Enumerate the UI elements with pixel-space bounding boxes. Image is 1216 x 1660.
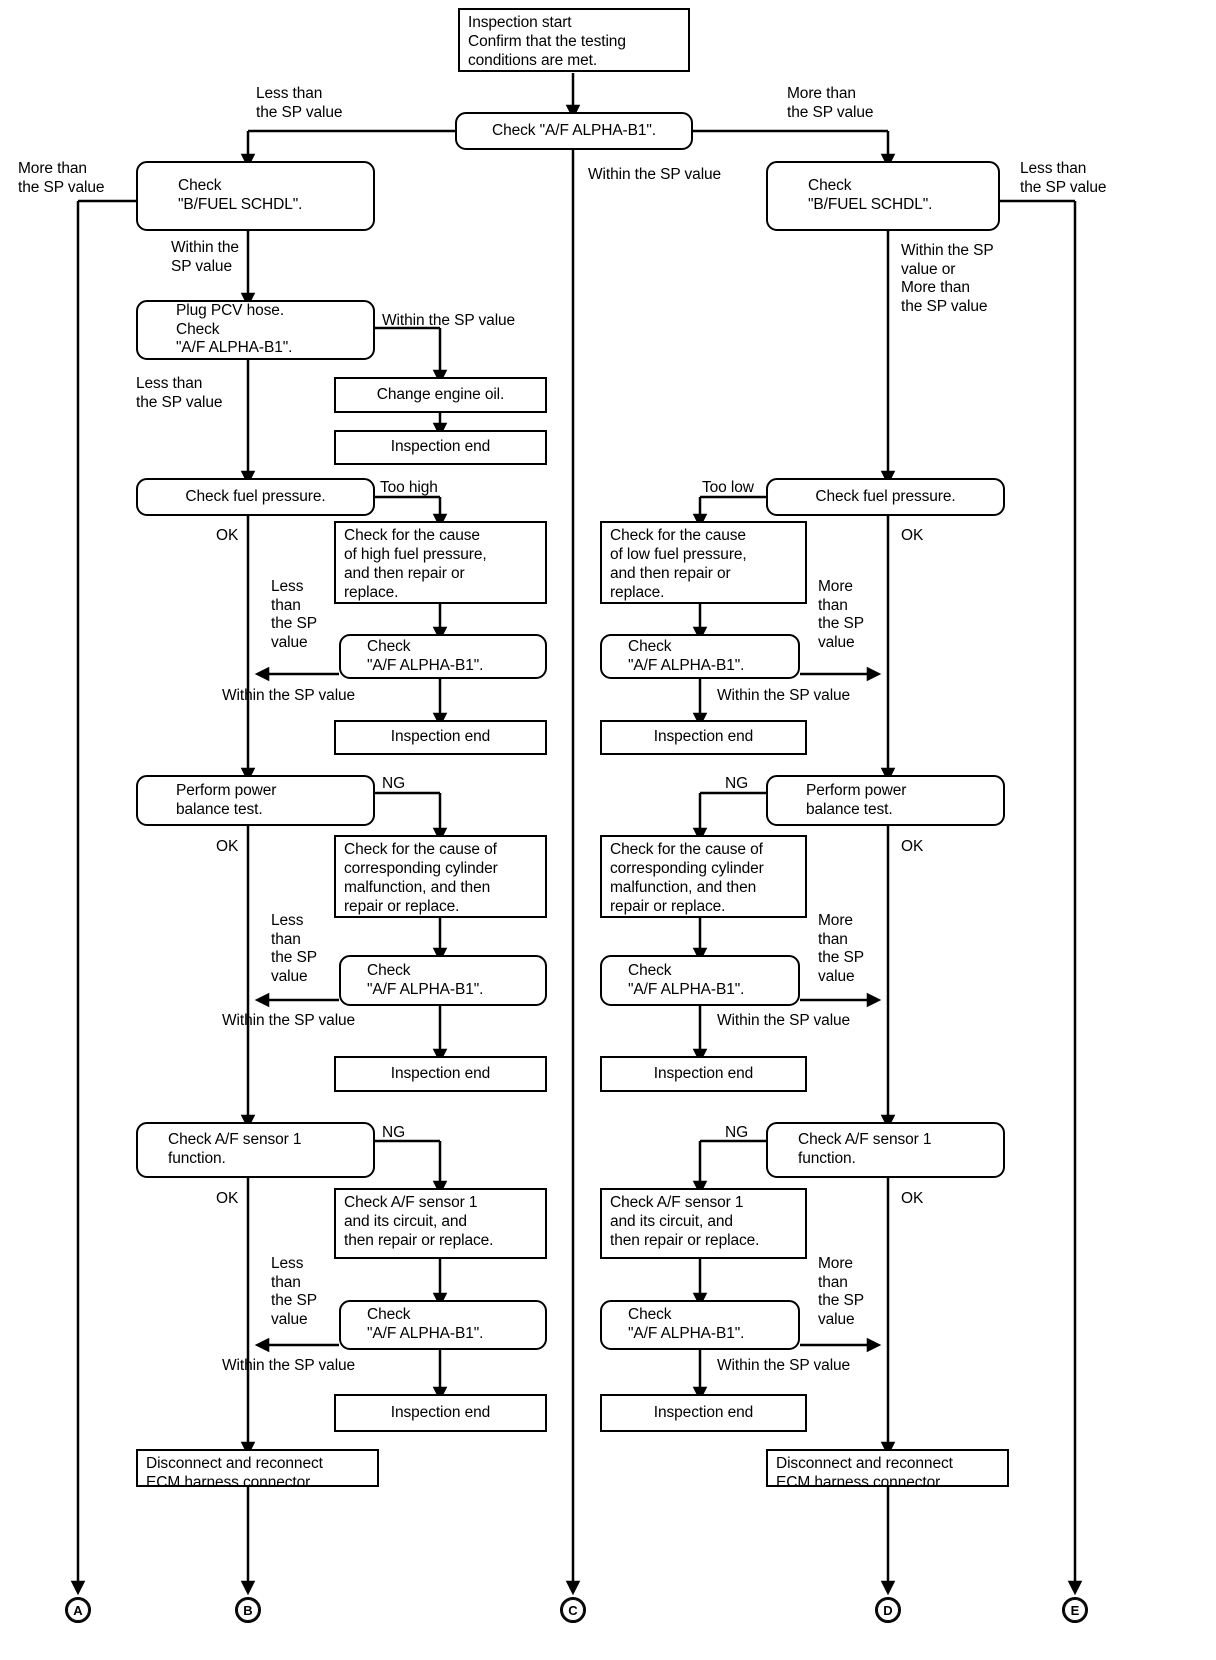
node-check-af-alpha-b1-4: Check "A/F ALPHA-B1". [339, 955, 547, 1006]
edge-label-within-sp-after-sensor-left: Within the SP value [222, 1357, 356, 1374]
edge-label-less-than-sp-stack-1: Less than the SP value [271, 578, 317, 651]
node-af-sensor-circuit-repair-right: Check A/F sensor 1 and its circuit, and … [600, 1188, 807, 1259]
edge-label-ok-left-fuel: OK [216, 527, 239, 544]
node-check-af-alpha-b1-7: Check "A/F ALPHA-B1". [600, 1300, 800, 1350]
edge-label-ok-left-power: OK [216, 838, 239, 855]
edge-label-within-sp-after-power-right: Within the SP value [717, 1012, 851, 1029]
node-cylinder-malfunction-cause-right: Check for the cause of corresponding cyl… [600, 835, 807, 918]
edge-label-ok-right-sensor: OK [901, 1190, 924, 1207]
edge-label-within-or-more-right-bfuel: Within the SP value or More than the SP … [901, 242, 994, 315]
edge-label-within-sp-after-power-left: Within the SP value [222, 1012, 356, 1029]
node-check-af-alpha-b1-5: Check "A/F ALPHA-B1". [600, 955, 800, 1006]
edge-label-ok-left-sensor: OK [216, 1190, 239, 1207]
connector-circle-c: C [560, 1597, 586, 1623]
node-high-fuel-pressure-cause: Check for the cause of high fuel pressur… [334, 521, 547, 604]
node-inspection-end-6: Inspection end [334, 1394, 547, 1432]
edge-label-more-than-sp-stack-1: More than the SP value [818, 578, 864, 651]
connector-label-d: D [877, 1599, 899, 1621]
connector-label-c: C [562, 1599, 584, 1621]
node-check-af-alpha-b1-3: Check "A/F ALPHA-B1". [600, 634, 800, 679]
edge-label-within-sp-after-sensor-right: Within the SP value [717, 1357, 851, 1374]
edge-label-ng-right-power: NG [725, 775, 749, 792]
edge-label-less-than-sp-stack-2: Less than the SP value [271, 912, 317, 985]
node-check-af-alpha-b1-2: Check "A/F ALPHA-B1". [339, 634, 547, 679]
connector-circle-d: D [875, 1597, 901, 1623]
node-check-fuel-pressure-right: Check fuel pressure. [766, 478, 1005, 516]
edge-label-ok-right-fuel: OK [901, 527, 924, 544]
node-check-af-alpha-b1-6: Check "A/F ALPHA-B1". [339, 1300, 547, 1350]
node-inspection-start: Inspection start Confirm that the testin… [458, 8, 690, 72]
node-check-bfuel-schdl-left: Check "B/FUEL SCHDL". [136, 161, 375, 231]
edge-label-more-than-sp-stack-3: More than the SP value [818, 1255, 864, 1328]
node-inspection-end-5: Inspection end [600, 1056, 807, 1092]
edge-label-ng-right-sensor: NG [725, 1124, 749, 1141]
edge-label-within-sp-after-fuel-left: Within the SP value [222, 687, 356, 704]
edge-label-more-than-sp-top-right: More than the SP value [787, 85, 874, 121]
node-plug-pcv-hose: Plug PCV hose. Check "A/F ALPHA-B1". [136, 300, 375, 360]
edge-label-within-sp-left-bfuel: Within the SP value [171, 239, 239, 275]
node-ecm-harness-reconnect-left: Disconnect and reconnect ECM harness con… [136, 1449, 379, 1487]
edge-label-ng-left-power: NG [382, 775, 406, 792]
edge-label-ng-left-sensor: NG [382, 1124, 406, 1141]
edge-label-too-low: Too low [702, 479, 754, 496]
connector-label-e: E [1064, 1599, 1086, 1621]
edge-label-less-than-sp-pcv: Less than the SP value [136, 375, 223, 411]
node-inspection-end-7: Inspection end [600, 1394, 807, 1432]
node-check-bfuel-schdl-right: Check "B/FUEL SCHDL". [766, 161, 1000, 231]
node-check-af-sensor-1-function-right: Check A/F sensor 1 function. [766, 1122, 1005, 1178]
edge-label-ok-right-power: OK [901, 838, 924, 855]
node-perform-power-balance-right: Perform power balance test. [766, 775, 1005, 826]
edge-label-less-than-sp-far-right: Less than the SP value [1020, 160, 1107, 196]
node-inspection-end-4: Inspection end [334, 1056, 547, 1092]
edge-label-within-sp-pcv: Within the SP value [382, 312, 516, 329]
node-inspection-end-3: Inspection end [600, 720, 807, 755]
edge-label-within-sp-after-fuel-right: Within the SP value [717, 687, 851, 704]
connector-label-a: A [67, 1599, 89, 1621]
connector-circle-a: A [65, 1597, 91, 1623]
node-check-fuel-pressure-left: Check fuel pressure. [136, 478, 375, 516]
node-ecm-harness-reconnect-right: Disconnect and reconnect ECM harness con… [766, 1449, 1009, 1487]
node-change-engine-oil: Change engine oil. [334, 377, 547, 413]
edge-label-more-than-sp-far-left: More than the SP value [18, 160, 105, 196]
node-inspection-end-2: Inspection end [334, 720, 547, 755]
node-perform-power-balance-left: Perform power balance test. [136, 775, 375, 826]
node-check-af-sensor-1-function-left: Check A/F sensor 1 function. [136, 1122, 375, 1178]
node-check-af-alpha-b1-top: Check "A/F ALPHA-B1". [455, 112, 693, 150]
node-inspection-end-1: Inspection end [334, 430, 547, 465]
edge-label-less-than-sp-top-left: Less than the SP value [256, 85, 343, 121]
node-low-fuel-pressure-cause: Check for the cause of low fuel pressure… [600, 521, 807, 604]
node-af-sensor-circuit-repair-left: Check A/F sensor 1 and its circuit, and … [334, 1188, 547, 1259]
connector-circle-b: B [235, 1597, 261, 1623]
edge-label-more-than-sp-stack-2: More than the SP value [818, 912, 864, 985]
edge-label-too-high: Too high [380, 479, 438, 496]
node-cylinder-malfunction-cause-left: Check for the cause of corresponding cyl… [334, 835, 547, 918]
edge-label-less-than-sp-stack-3: Less than the SP value [271, 1255, 317, 1328]
edge-label-within-sp-center: Within the SP value [588, 166, 722, 183]
connector-circle-e: E [1062, 1597, 1088, 1623]
connector-label-b: B [237, 1599, 259, 1621]
